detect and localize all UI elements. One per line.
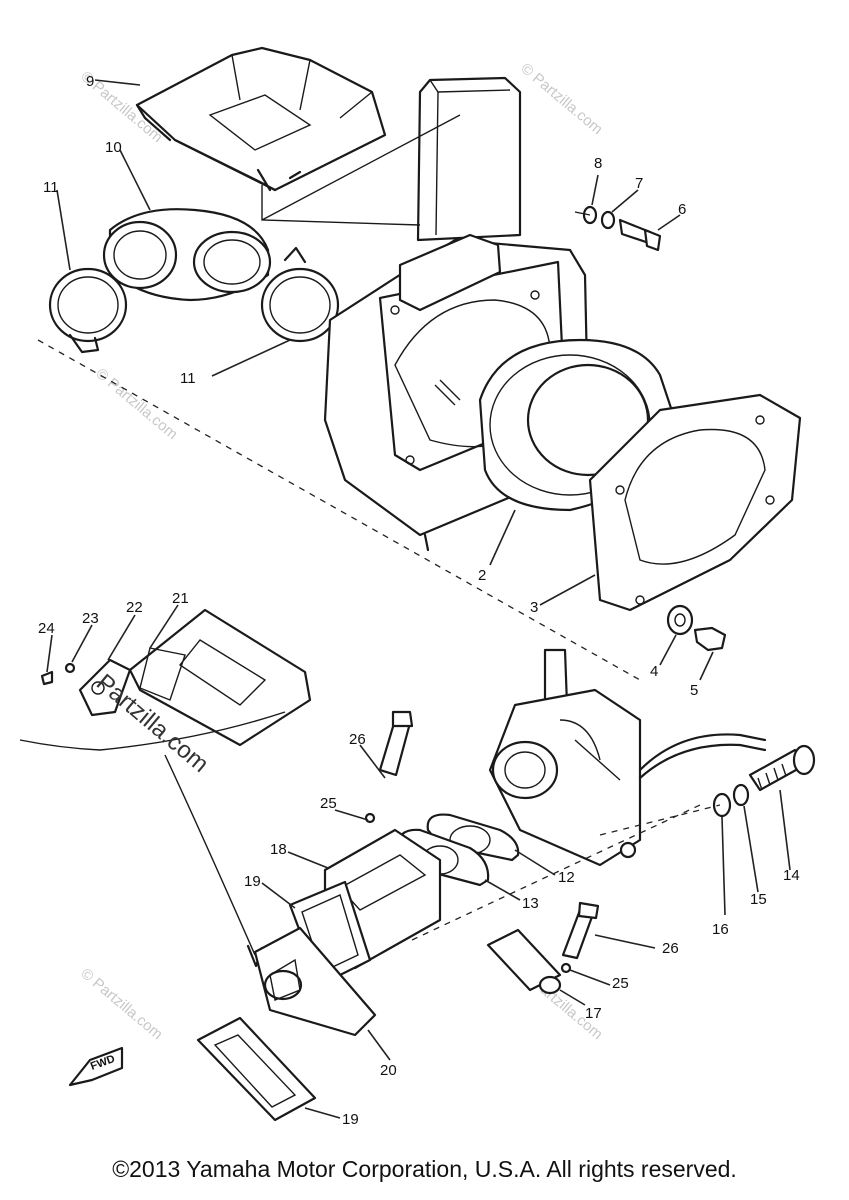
part-11-clamp-left: [48, 267, 128, 354]
copyright-notice: ©2013 Yamaha Motor Corporation, U.S.A. A…: [112, 1156, 737, 1182]
callout-5: 5: [690, 682, 698, 699]
part-20-reed-block: [253, 926, 377, 1037]
callout-2: 2: [478, 567, 486, 584]
watermark: © Partzilla.com: [92, 365, 180, 443]
callout-13: 13: [522, 895, 539, 912]
callout-3: 3: [530, 599, 538, 616]
part-11-clamp-right: [260, 246, 340, 343]
callout-19: 19: [342, 1111, 359, 1128]
callout-16: 16: [712, 921, 729, 938]
part-5-bolt: [693, 626, 727, 652]
callout-10: 10: [105, 139, 122, 156]
callout-21: 21: [172, 590, 189, 607]
part-22-reed-stopper: [78, 658, 132, 717]
part-10-elbow-boot: [102, 208, 272, 302]
callout-11: 11: [180, 370, 196, 387]
callout-22: 22: [126, 599, 143, 616]
part-24-screw: [40, 670, 54, 686]
callout-25: 25: [612, 975, 629, 992]
part-21-reed-valve: [128, 608, 312, 747]
callout-26: 26: [349, 731, 366, 748]
callout-26: 26: [662, 940, 679, 957]
part-25-washer-lower: [560, 962, 572, 974]
intake-snorkel: [261, 76, 522, 242]
callout-25: 25: [320, 795, 337, 812]
callout-12: 12: [558, 869, 575, 886]
callout-14: 14: [783, 867, 800, 884]
part-3-filter-cover: [588, 393, 802, 612]
callout-19: 19: [244, 873, 261, 890]
exploded-parts-diagram: © Partzilla.com © Partzilla.com © Partzi…: [19, 46, 816, 1128]
part-14-screw: [748, 744, 816, 792]
callout-7: 7: [635, 175, 643, 192]
part-26-bolt-upper: [378, 710, 414, 777]
callout-8: 8: [594, 155, 602, 172]
part-23-washer: [64, 662, 76, 674]
callout-labels: 9 10 11 11 8 7 6 2 3 4 5 24 23 22 21 26 …: [38, 73, 800, 1128]
callout-9: 9: [86, 73, 94, 90]
part-25-washer-upper: [364, 812, 376, 824]
part-9-duct-cover: [135, 46, 387, 192]
watermark: © Partzilla.com: [77, 965, 165, 1043]
part-16-washer: [712, 792, 732, 818]
part-7-washer: [600, 210, 616, 230]
callout-6: 6: [678, 201, 686, 218]
callout-11: 11: [43, 179, 59, 196]
callout-17: 17: [585, 1005, 602, 1022]
callout-18: 18: [270, 841, 287, 858]
carburetor: [488, 648, 767, 867]
part-26-bolt-lower: [561, 901, 600, 960]
watermark: © Partzilla.com: [517, 60, 605, 138]
fwd-arrow-icon: FWD: [68, 1046, 124, 1087]
callout-15: 15: [750, 891, 767, 908]
part-17-hose-joint: [486, 928, 562, 995]
callout-4: 4: [650, 663, 658, 680]
callout-24: 24: [38, 620, 55, 637]
part-4-washer: [666, 604, 694, 636]
callout-20: 20: [380, 1062, 397, 1079]
part-19-gasket-lower: [196, 1016, 317, 1122]
part-6-bolt: [618, 218, 662, 252]
part-15-spring-washer: [732, 783, 750, 807]
callout-23: 23: [82, 610, 99, 627]
